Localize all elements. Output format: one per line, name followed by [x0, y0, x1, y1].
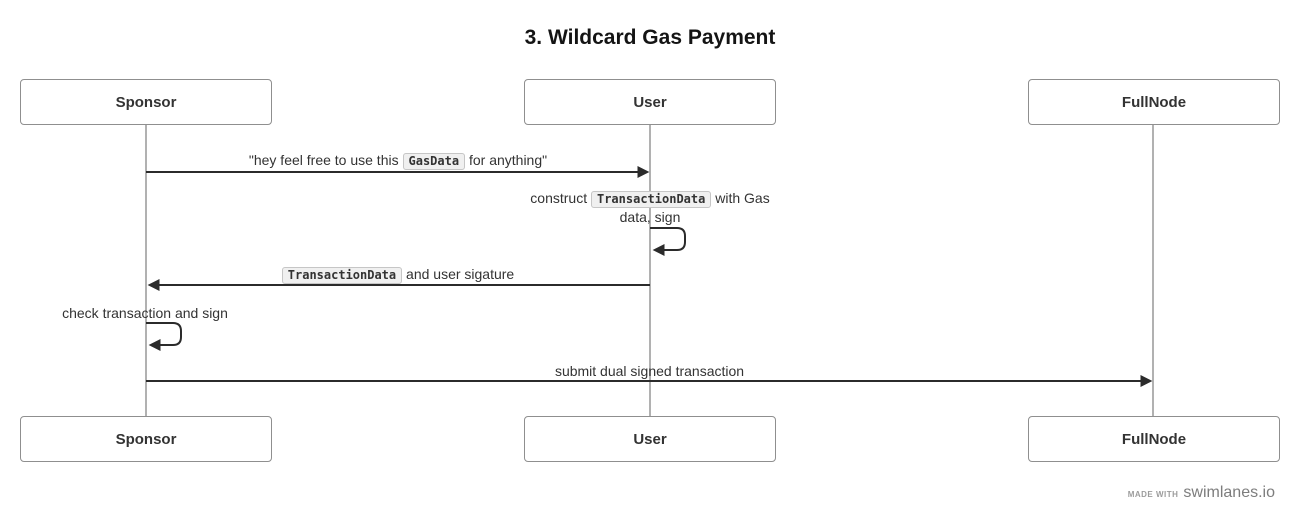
actor-box-user-top: User [524, 79, 776, 125]
text-run: and user sigature [402, 266, 515, 282]
text-run: for anything" [465, 152, 548, 168]
text-run: construct [530, 190, 591, 206]
message-self-loop-sponsor [146, 322, 182, 351]
footer: MADE WITH swimlanes.io [1128, 484, 1275, 502]
actor-box-sponsor-top: Sponsor [20, 79, 272, 125]
text-run: check transaction and sign [62, 305, 228, 321]
actor-label: User [633, 93, 667, 111]
code-chip: GasData [402, 153, 466, 170]
code-chip: TransactionData [281, 267, 403, 284]
actor-label: Sponsor [115, 430, 177, 448]
message-label-check-sign: check transaction and sign [25, 304, 265, 322]
message-label-gas-offer: "hey feel free to use this GasData for a… [146, 151, 650, 170]
message-label-submit-transaction: submit dual signed transaction [146, 362, 1153, 380]
swimlanes-brand-link[interactable]: swimlanes.io [1183, 484, 1275, 501]
code-chip: TransactionData [590, 191, 712, 208]
actor-box-sponsor-bottom: Sponsor [20, 416, 272, 462]
text-run: submit dual signed transaction [554, 363, 745, 379]
actor-box-fullnode-top: FullNode [1028, 79, 1280, 125]
made-with-label: MADE WITH [1127, 490, 1179, 499]
message-label-return-signed: TransactionData and user sigature [146, 265, 650, 284]
actor-label: FullNode [1121, 93, 1187, 111]
actor-box-user-bottom: User [524, 416, 776, 462]
actor-label: User [633, 430, 667, 448]
message-self-loop-user [650, 227, 686, 256]
actor-label: FullNode [1121, 430, 1187, 448]
diagram-title: 3. Wildcard Gas Payment [524, 26, 776, 49]
text-run: with Gas [711, 190, 770, 206]
message-label-construct-transaction: construct TransactionData with Gas data, … [520, 189, 780, 226]
actor-label: Sponsor [115, 93, 177, 111]
text-run: data, sign [619, 209, 681, 225]
text-run: "hey feel free to use this [248, 152, 403, 168]
actor-box-fullnode-bottom: FullNode [1028, 416, 1280, 462]
